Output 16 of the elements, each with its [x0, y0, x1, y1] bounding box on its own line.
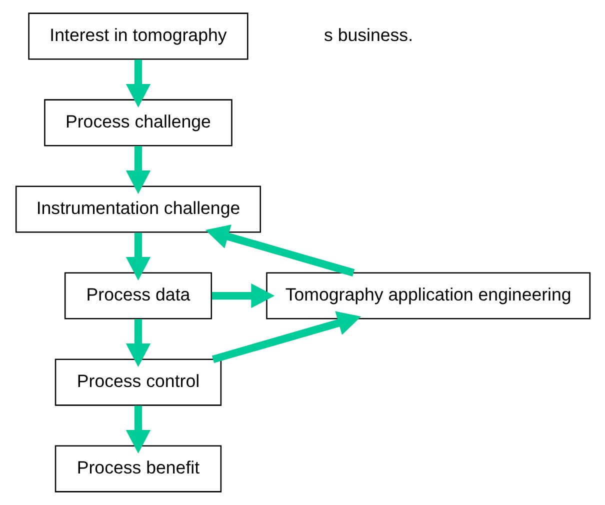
node-box: Process data: [64, 272, 212, 320]
label: s business.: [324, 24, 413, 45]
node-box: Instrumentation challenge: [14, 186, 260, 233]
arrow: [125, 232, 150, 280]
node-box: Tomography application engineering: [266, 272, 590, 320]
node-box: Process control: [54, 358, 222, 406]
arrow: [125, 146, 150, 194]
node-box: Interest in tomography: [28, 12, 248, 60]
arrow: [125, 319, 150, 368]
arrow: [211, 311, 361, 364]
arrow: [204, 224, 354, 277]
node-box: Process benefit: [54, 445, 222, 492]
arrow: [125, 60, 150, 108]
arrow: [211, 283, 274, 308]
arrow: [125, 406, 150, 454]
node-box: Process challenge: [44, 99, 232, 146]
